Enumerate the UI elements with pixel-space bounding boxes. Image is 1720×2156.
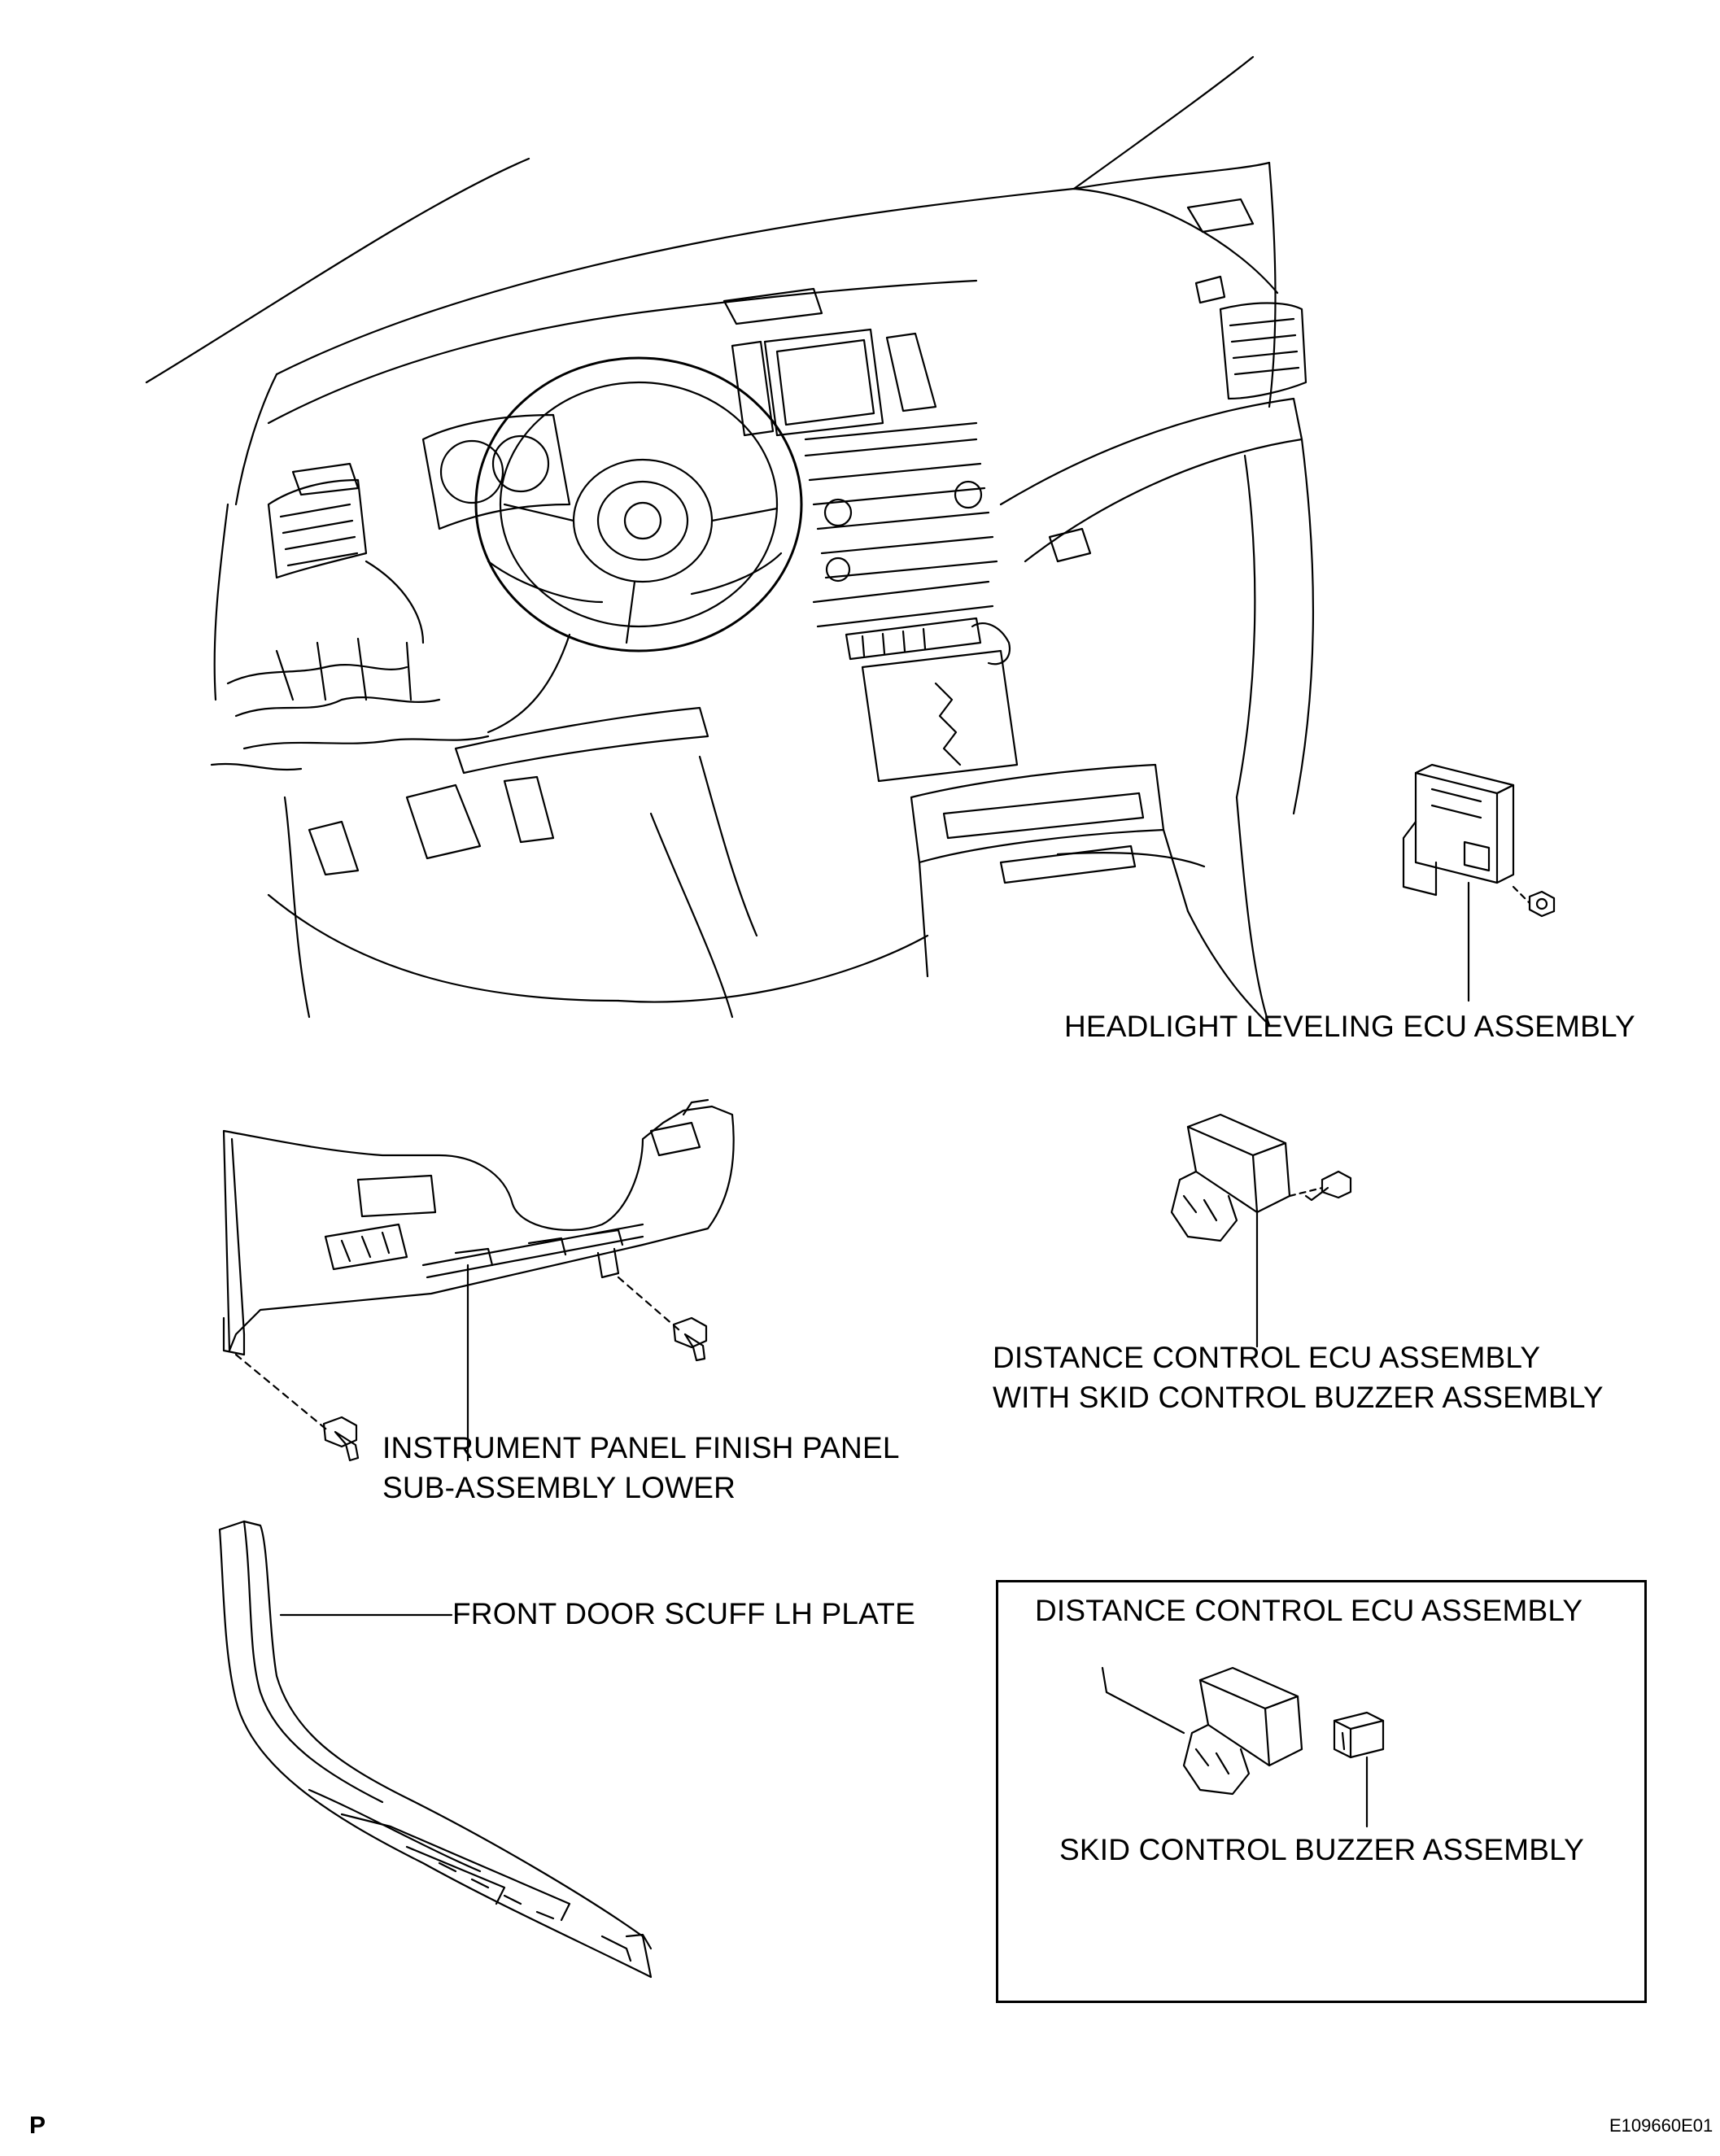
- scuff-plate-label: FRONT DOOR SCUFF LH PLATE: [452, 1597, 915, 1630]
- skid-control-buzzer-label: SKID CONTROL BUZZER ASSEMBLY: [1059, 1833, 1585, 1866]
- finish-panel-lower-label-line1: INSTRUMENT PANEL FINISH PANEL: [382, 1431, 900, 1464]
- inset-frame: [996, 1580, 1647, 2003]
- finish-panel-lower-label: INSTRUMENT PANEL FINISH PANEL SUB-ASSEMB…: [382, 1429, 900, 1508]
- headlight-leveling-ecu-label: HEADLIGHT LEVELING ECU ASSEMBLY: [1064, 1010, 1635, 1043]
- finish-panel-lower-label-line2: SUB-ASSEMBLY LOWER: [382, 1470, 736, 1504]
- headlight-leveling-ecu-drawing: [1402, 763, 1556, 1002]
- scuff-plate-drawing: [218, 1520, 653, 1979]
- dashboard-interior-drawing: [145, 55, 1315, 1027]
- inset-title-label: DISTANCE CONTROL ECU ASSEMBLY: [1035, 1594, 1583, 1627]
- distance-control-ecu-label-line1: DISTANCE CONTROL ECU ASSEMBLY: [993, 1341, 1541, 1374]
- figure-code: E109660E01: [1609, 2115, 1713, 2136]
- corner-mark: P: [29, 2112, 46, 2139]
- distance-control-ecu-label-line2: WITH SKID CONTROL BUZZER ASSEMBLY: [993, 1380, 1604, 1414]
- distance-control-ecu-label: DISTANCE CONTROL ECU ASSEMBLY WITH SKID …: [993, 1338, 1604, 1418]
- finish-panel-lower-drawing: [222, 1098, 735, 1462]
- distance-control-ecu-drawing: [1170, 1113, 1352, 1348]
- inset-ecu-buzzer-drawing: [1101, 1666, 1385, 1828]
